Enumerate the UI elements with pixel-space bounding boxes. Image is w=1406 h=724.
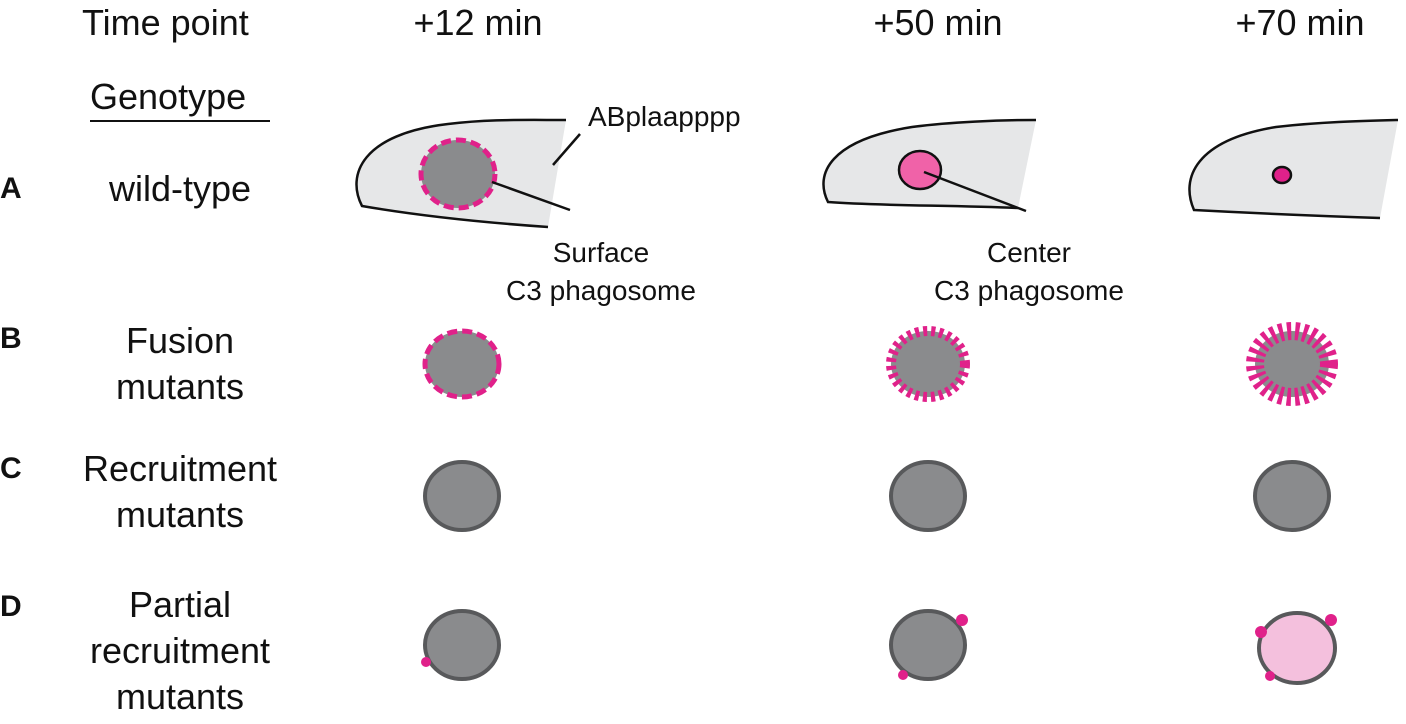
cell-outline-70-min [1189,120,1398,218]
partial-phagosome-50-min [889,609,967,681]
row-label-line: mutants [115,494,245,535]
time-point-header: Time point [82,2,249,43]
cell-membrane-12-min [355,118,567,229]
row-label-line: Partial [128,584,232,625]
surface-phagosome [418,137,498,211]
fusion-phagosome-12-min [422,328,502,400]
row-label-line: Recruitment [82,448,278,489]
row-label-line: recruitment [89,630,271,671]
cell-membrane-50-min [822,118,1037,210]
surface-phagosome-pointer [491,180,571,212]
cell-membrane-70-min [1188,118,1399,220]
annotation-line: C3 phagosome [934,275,1124,306]
row-label-partial-recruitment-mutants: Partial recruitment mutants [60,582,300,720]
shrunk-phagosome [1271,165,1293,185]
partial-phagosome-70-min [1257,611,1337,685]
row-letter-d: D [0,590,22,623]
magenta-puncta [1255,626,1267,638]
row-label-wild-type: wild-type [60,166,300,212]
row-letter-b: B [0,322,22,355]
row-label-line: wild-type [108,168,252,209]
annotation-line: Surface [552,237,650,268]
center-phagosome [897,149,943,191]
timepoint-12-min: +12 min [413,2,543,43]
row-label-line: mutants [115,366,245,407]
recruitment-phagosome-50-min [889,460,967,532]
cell-name-pointer [552,133,581,166]
row-letter-c: C [0,452,22,485]
magenta-puncta [1325,614,1337,626]
row-label-line: mutants [115,676,245,717]
partial-phagosome-12-min [423,609,501,681]
row-label-fusion-mutants: Fusion mutants [60,318,300,410]
magenta-puncta [1265,671,1275,681]
cell-name-label: ABplaapppp [588,101,741,132]
timepoint-50-min: +50 min [873,2,1003,43]
recruitment-phagosome-70-min [1253,460,1331,532]
row-letter-a: A [0,172,22,205]
magenta-puncta [898,670,908,680]
genotype-header: Genotype [90,76,247,117]
magenta-puncta [956,614,968,626]
center-phagosome-label: Center C3 phagosome [854,234,1204,310]
recruitment-phagosome-12-min [423,460,501,532]
timepoint-70-min: +70 min [1235,2,1365,43]
surface-phagosome-label: Surface C3 phagosome [426,234,776,310]
magenta-puncta [421,657,431,667]
center-phagosome-pointer [923,170,1027,213]
row-label-recruitment-mutants: Recruitment mutants [60,446,300,538]
fusion-phagosome-70-min [1246,322,1338,406]
fusion-phagosome-50-min [886,326,970,402]
annotation-line: Center [986,237,1072,268]
row-label-line: Fusion [125,320,235,361]
annotation-line: C3 phagosome [506,275,696,306]
